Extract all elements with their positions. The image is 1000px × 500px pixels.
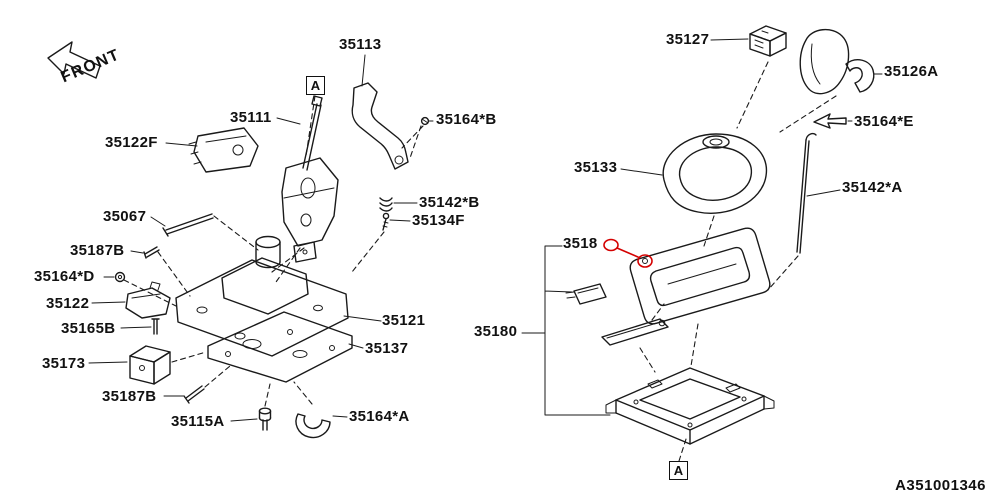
section-ref-box-bottom: A (669, 461, 688, 480)
spring-35142b-icon (379, 197, 393, 212)
cube-35173-drawing (129, 345, 171, 385)
part-label-35122: 35122 (46, 295, 90, 312)
part-label-35164d: 35164*D (34, 268, 95, 285)
knob-35126a-drawing (799, 29, 875, 95)
part-label-3518: 3518 (563, 235, 598, 252)
part-35127-drawing (749, 25, 787, 57)
part-label-35137: 35137 (365, 340, 409, 357)
grommet-35164d-icon (114, 271, 126, 283)
part-label-35067: 35067 (103, 208, 147, 225)
part-label-35126a: 35126A (884, 63, 939, 80)
switch-connector-drawing (565, 283, 607, 305)
screw-35187b-b-icon (183, 385, 205, 404)
front-direction-arrow-icon (47, 41, 101, 79)
part-label-35133: 35133 (574, 159, 618, 176)
screw-35134f-icon (382, 212, 390, 231)
part-label-35142b: 35142*B (419, 194, 480, 211)
part-label-35164e: 35164*E (854, 113, 914, 130)
part-label-35187b-b: 35187B (102, 388, 157, 405)
leader-lines (88, 38, 883, 422)
diagram-code: A351001346 (895, 477, 986, 494)
highlight-annotation (603, 238, 653, 268)
shift-lever-assembly-drawing (114, 82, 430, 439)
part-label-35142a: 35142*A (842, 179, 903, 196)
lower-frame-drawing (605, 367, 775, 445)
stud-35187b-a-icon (143, 246, 160, 259)
boot-35133-drawing (662, 133, 768, 214)
assembly-dashed-lines (123, 61, 837, 462)
pin-35165b-icon (151, 318, 160, 335)
plate-35122f-drawing (188, 127, 259, 173)
part-label-35173: 35173 (42, 355, 86, 372)
section-ref-box-top: A (306, 76, 325, 95)
part-label-35164a: 35164*A (349, 408, 410, 425)
slide-plate-drawing (601, 318, 669, 346)
console-indicator-assembly-drawing (565, 25, 875, 445)
bolt-35115a-drawing (258, 407, 272, 431)
part-label-35115a: 35115A (171, 413, 225, 430)
part-label-35113: 35113 (339, 36, 382, 53)
part-label-35127: 35127 (666, 31, 710, 48)
part-label-35121: 35121 (382, 312, 426, 329)
bracket-35113-drawing (351, 82, 409, 170)
indicator-panel-drawing (629, 227, 771, 325)
part-label-35180: 35180 (474, 323, 518, 340)
part-label-35164b: 35164*B (436, 111, 497, 128)
part-label-35111: 35111 (230, 109, 272, 126)
part-label-35122f: 35122F (105, 134, 158, 151)
bracket-35122-drawing (125, 281, 171, 319)
pin-35067-drawing (162, 213, 214, 237)
part-label-35165b: 35165B (61, 320, 116, 337)
plate-35137-drawing (207, 311, 353, 383)
screw-35164b-icon (420, 116, 430, 126)
clip-35164e-icon (813, 113, 847, 129)
part-label-35187b-a: 35187B (70, 242, 125, 259)
clip-35164a-drawing (295, 413, 331, 439)
rod-35142a-drawing (796, 132, 817, 254)
lever-35111-drawing (281, 95, 339, 263)
part-label-35134f: 35134F (412, 212, 465, 229)
base-35121-drawing (175, 235, 349, 357)
